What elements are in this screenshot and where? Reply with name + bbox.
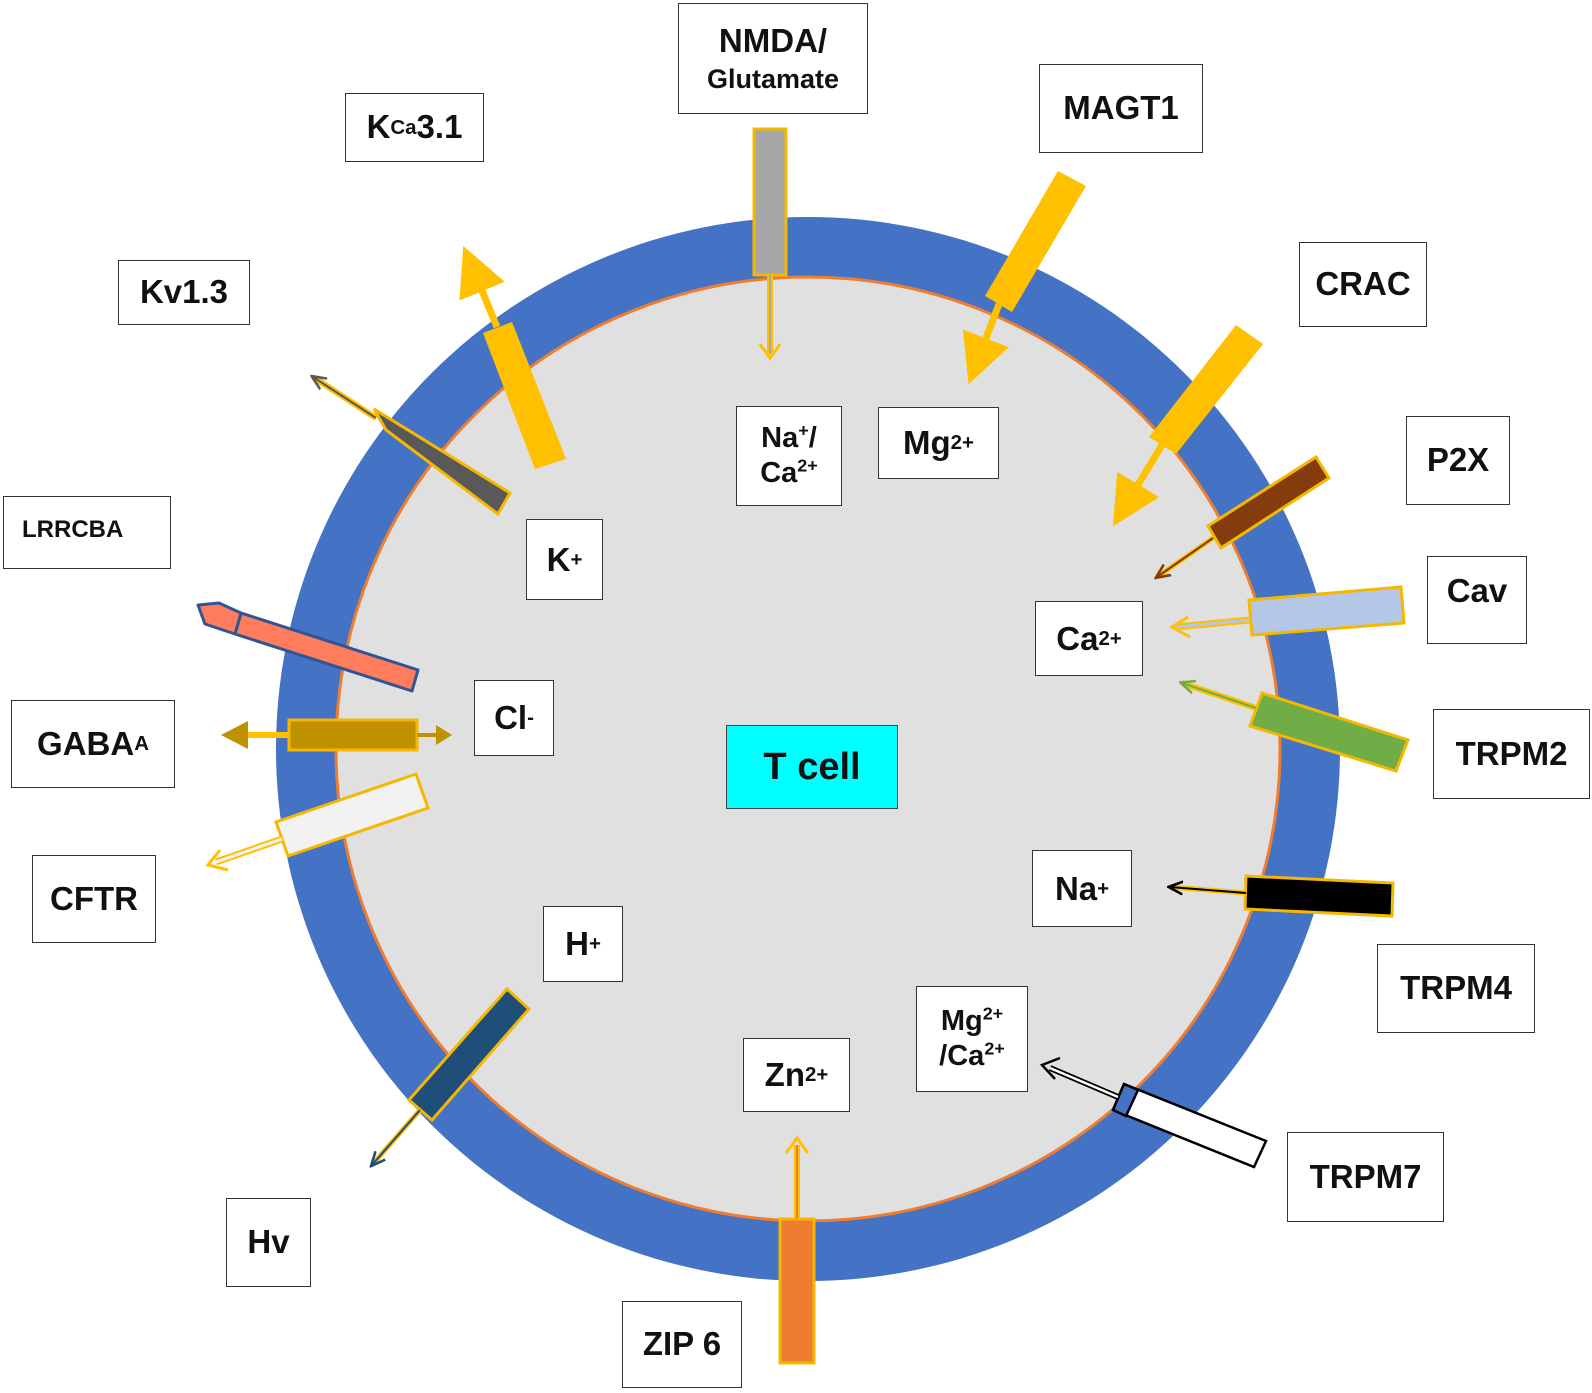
zip6-label: ZIP 6 [622, 1301, 742, 1388]
kv13-label: Kv1.3 [118, 260, 250, 325]
crac-channel [1112, 325, 1263, 527]
cell-label: T cell [726, 725, 898, 809]
ion-label-na-ca: Na+/ Ca2+ [736, 406, 842, 506]
trpm7-channel [1039, 1056, 1268, 1169]
p2x-label-text: P2X [1426, 441, 1490, 479]
cftr-label-text: CFTR [50, 879, 138, 917]
ion-label-na-ca-line2: Ca2+ [760, 455, 818, 489]
trpm2-label: TRPM2 [1433, 709, 1590, 799]
cav-channel [1169, 585, 1406, 639]
hv-label-text: Hv [247, 1223, 290, 1261]
magt1-label: MAGT1 [1039, 64, 1203, 153]
kv13-channel [313, 377, 513, 517]
kv13-label-text: Kv1.3 [139, 273, 229, 311]
ion-label-mg-ca-line1: Mg2+ [940, 1003, 1004, 1038]
cav-label-text: Cav [1446, 572, 1508, 609]
trpm4-label: TRPM4 [1377, 944, 1535, 1033]
ion-label-h: H+ [543, 906, 623, 982]
cftr-label: CFTR [32, 855, 156, 943]
trpm2-label-text: TRPM2 [1455, 734, 1568, 772]
lrrcba-channel [196, 601, 420, 693]
p2x-channel [1157, 454, 1332, 577]
ion-label-na: Na+ [1032, 850, 1132, 927]
trpm4-label-text: TRPM4 [1400, 969, 1512, 1007]
zip6-channel [778, 1135, 816, 1365]
cell-label-text: T cell [763, 745, 861, 788]
crac-label: CRAC [1299, 242, 1427, 327]
kca31-channel [459, 245, 566, 469]
gabaa-label-base: GABA [37, 724, 135, 762]
ion-label-k: K+ [526, 519, 603, 600]
cav-label: Cav [1427, 556, 1527, 644]
kca31-label-rest: 3.1 [416, 108, 463, 146]
ion-label-mg-ca: Mg2+ /Ca2+ [916, 986, 1028, 1092]
kca31-label-base: K [366, 108, 391, 146]
gabaa-channel [221, 718, 452, 752]
magt1-label-text: MAGT1 [1063, 89, 1179, 127]
hv-label: Hv [226, 1198, 311, 1287]
nmda-label-line2: Glutamate [706, 63, 840, 94]
hv-channel [372, 986, 532, 1165]
trpm4-channel [1170, 874, 1395, 918]
trpm2-channel [1182, 683, 1410, 773]
lrrcba-label: LRRCBA [3, 496, 171, 569]
nmda-label-line1: NMDA/ [718, 21, 828, 59]
nmda-channel [752, 127, 788, 361]
cftr-channel [205, 772, 430, 872]
zip6-label-text: ZIP 6 [642, 1325, 722, 1363]
trpm7-label: TRPM7 [1287, 1132, 1444, 1222]
ion-label-mg-ca-line2: /Ca2+ [939, 1038, 1005, 1072]
nmda-label: NMDA/ Glutamate [678, 3, 868, 114]
crac-label-text: CRAC [1315, 265, 1411, 303]
lrrcba-label-text: LRRCBA [22, 516, 124, 543]
trpm7-label-text: TRPM7 [1309, 1157, 1422, 1195]
ion-label-cl: Cl- [474, 680, 554, 756]
p2x-label: P2X [1406, 416, 1510, 505]
magt1-channel [963, 171, 1086, 385]
ion-label-na-ca-line1: Na+/ [761, 420, 817, 455]
